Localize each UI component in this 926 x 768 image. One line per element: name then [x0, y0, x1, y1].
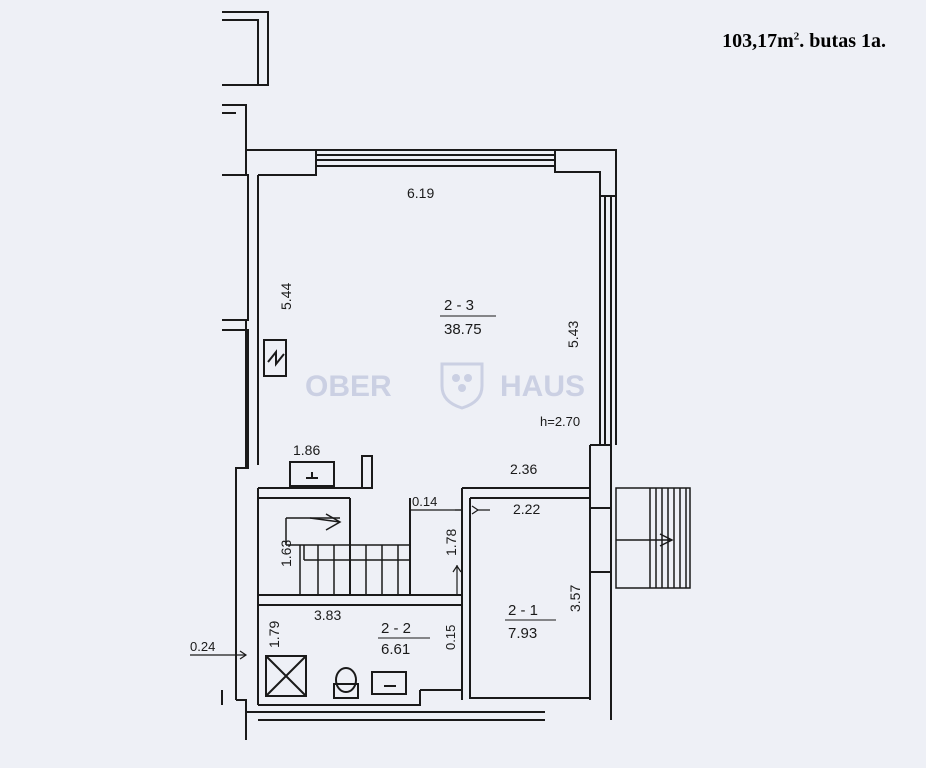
dim-wall: 0.24: [190, 639, 215, 654]
toilet-icon: [333, 667, 359, 699]
dim-main-left-height: 5.44: [278, 283, 294, 310]
dimension-labels: 6.19 5.44 5.43 h=2.70 1.86 2.36 0.14 2.2…: [190, 185, 583, 654]
dim-bath-step: 0.15: [443, 625, 458, 650]
shower-tray: [265, 655, 307, 697]
room-main-id: 2 - 3: [444, 297, 474, 314]
room-small-area: 7.93: [508, 625, 537, 642]
room-bath-area: 6.61: [381, 641, 410, 658]
title-area-unit-sup: 2: [793, 30, 800, 43]
dim-ceiling: h=2.70: [540, 414, 580, 429]
dim-stair-gap: 1.78: [443, 529, 459, 556]
dim-small-height: 3.57: [567, 585, 583, 612]
staircase: [285, 513, 410, 595]
dim-bath-width: 3.83: [314, 607, 341, 623]
bathroom-sink: [371, 671, 407, 695]
room-small-id: 2 - 1: [508, 602, 538, 619]
dim-small-width: 2.22: [513, 501, 540, 517]
dim-main-width: 6.19: [407, 185, 434, 201]
watermark: OBER HAUS: [305, 362, 585, 410]
walls: [221, 11, 617, 740]
electrical-panel-icon: [263, 339, 287, 377]
entrance-steps: [615, 487, 691, 589]
title-area: 103,17m: [722, 30, 794, 52]
dim-bath-height: 1.79: [266, 621, 282, 648]
dimension-leaders: [190, 505, 490, 660]
plan-title: 103,17m2. butas 1a.: [722, 30, 886, 53]
room-main-area: 38.75: [444, 321, 482, 338]
dim-counter: 1.86: [293, 442, 320, 458]
title-rest: . butas 1a.: [799, 30, 886, 52]
kitchen-counter: [289, 461, 335, 487]
dim-gap: 0.14: [412, 494, 437, 509]
dim-corridor-width: 2.36: [510, 461, 537, 477]
watermark-left: OBER: [305, 370, 392, 403]
watermark-logo-icon: [440, 362, 484, 410]
dim-main-right-height: 5.43: [565, 321, 581, 348]
watermark-right: HAUS: [500, 370, 585, 403]
room-bath-id: 2 - 2: [381, 620, 411, 637]
dim-stair-height: 1.63: [278, 540, 294, 567]
room-labels: 2 - 3 38.75 2 - 2 6.61 2 - 1 7.93: [378, 297, 556, 658]
